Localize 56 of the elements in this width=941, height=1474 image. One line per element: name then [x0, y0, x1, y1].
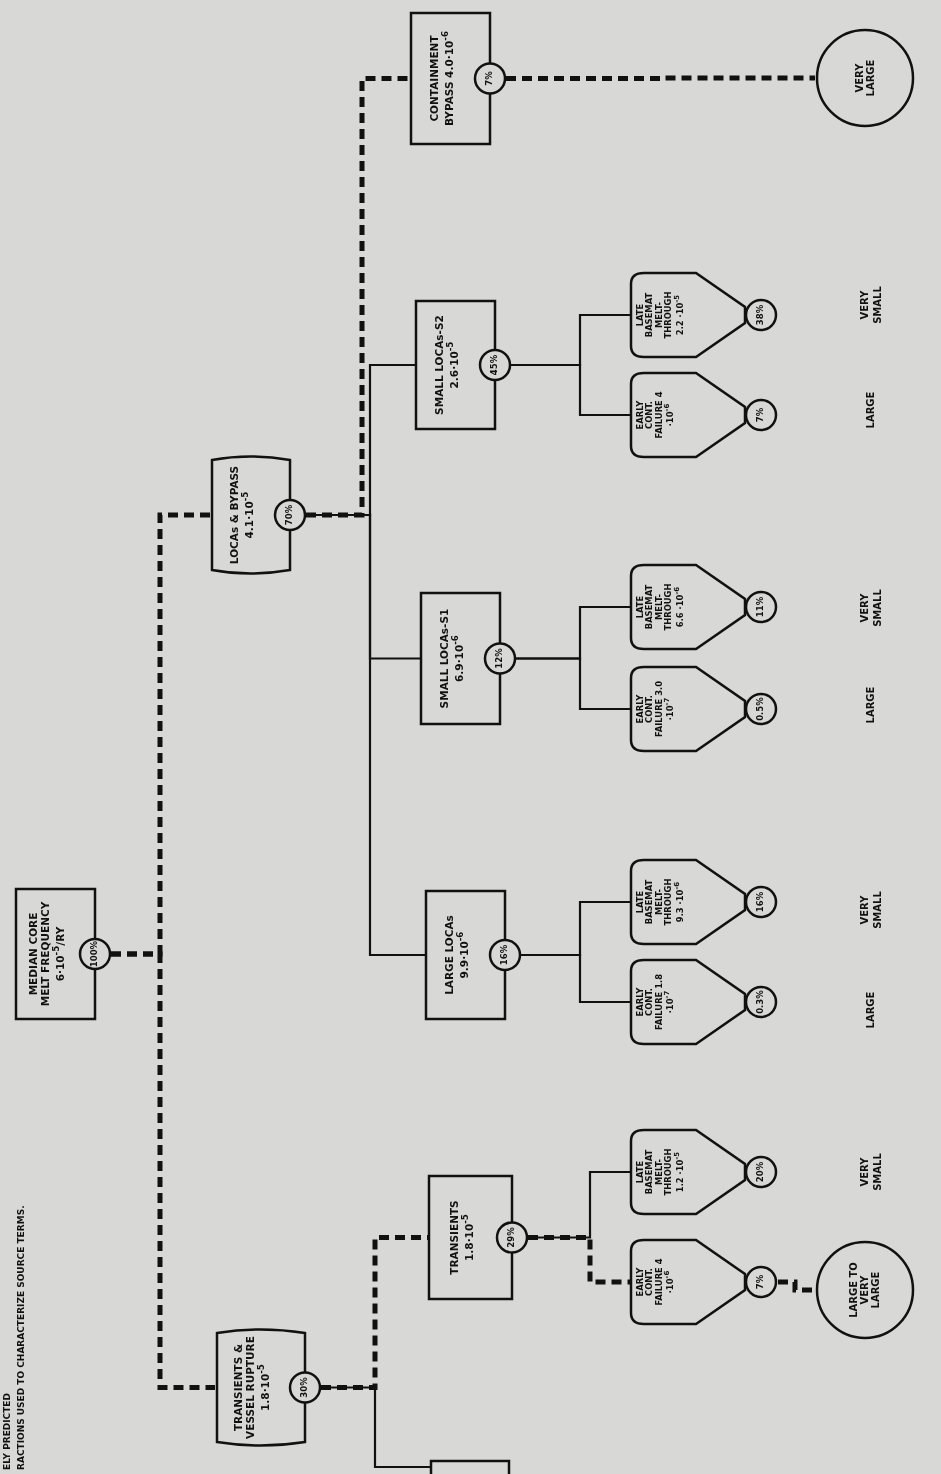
outcome-tag: [630, 666, 778, 752]
event-box: [210, 452, 306, 578]
percent-label: 7%: [484, 70, 494, 88]
percent-label: 7%: [755, 406, 765, 425]
event-box: [215, 1325, 321, 1450]
caption-text: RACTIONS USED TO CHARACTERIZE SOURCE TERMS.: [16, 1204, 27, 1470]
size-label: LARGE: [864, 390, 877, 431]
event-box: [15, 888, 111, 1020]
connector-line: [306, 76, 410, 518]
outcome-tag: [630, 1129, 778, 1215]
connector-line: [528, 1170, 630, 1239]
release-circle: [815, 28, 915, 128]
percent-label: 30%: [299, 1376, 309, 1400]
outcome-tag: [630, 372, 778, 458]
event-box: [410, 12, 506, 145]
outcome-tag: [630, 859, 778, 945]
percent-label: 0.3%: [755, 989, 765, 1016]
size-label: LARGE: [864, 990, 877, 1031]
size-label: VERY SMALL: [858, 890, 884, 931]
caption-text: ELY PREDICTED: [2, 1392, 13, 1470]
outcome-tag: [630, 959, 778, 1045]
connector-line: [516, 605, 630, 660]
size-label: VERY SMALL: [858, 285, 884, 326]
node-text: LARGE TO VERY LARGE: [848, 1261, 882, 1320]
outcome-tag: [630, 1239, 778, 1325]
percent-label: 0.5%: [755, 696, 765, 723]
event-box: [428, 1175, 528, 1300]
percent-label: 70%: [284, 503, 294, 528]
release-circle: [815, 1240, 915, 1340]
cut-off-box: [430, 1460, 510, 1474]
connector-line: [521, 900, 630, 957]
connector-line: [528, 1235, 630, 1285]
connector-line: [506, 75, 815, 81]
connector-line: [511, 313, 630, 367]
event-box: [415, 300, 511, 430]
connector-line: [321, 1386, 430, 1469]
event-box: [425, 890, 521, 1020]
size-label: VERY SMALL: [858, 1152, 884, 1193]
outcome-tag: [630, 564, 778, 650]
percent-label: 11%: [755, 595, 765, 620]
percent-label: 29%: [506, 1226, 516, 1250]
percent-label: 16%: [755, 890, 765, 915]
node-text: VERY LARGE: [853, 58, 877, 99]
percent-label: 20%: [755, 1160, 765, 1185]
percent-label: 38%: [755, 303, 765, 328]
percent-label: 16%: [499, 943, 509, 968]
size-label: VERY SMALL: [858, 588, 884, 629]
outcome-tag: [630, 272, 778, 358]
connector-line: [778, 1279, 815, 1293]
percent-label: 7%: [755, 1273, 765, 1292]
connector-line: [111, 512, 210, 957]
size-label: LARGE: [864, 685, 877, 726]
event-box: [420, 592, 516, 725]
percent-label: 12%: [494, 647, 504, 671]
percent-label: 45%: [489, 353, 499, 378]
percent-label: 100%: [89, 939, 99, 970]
